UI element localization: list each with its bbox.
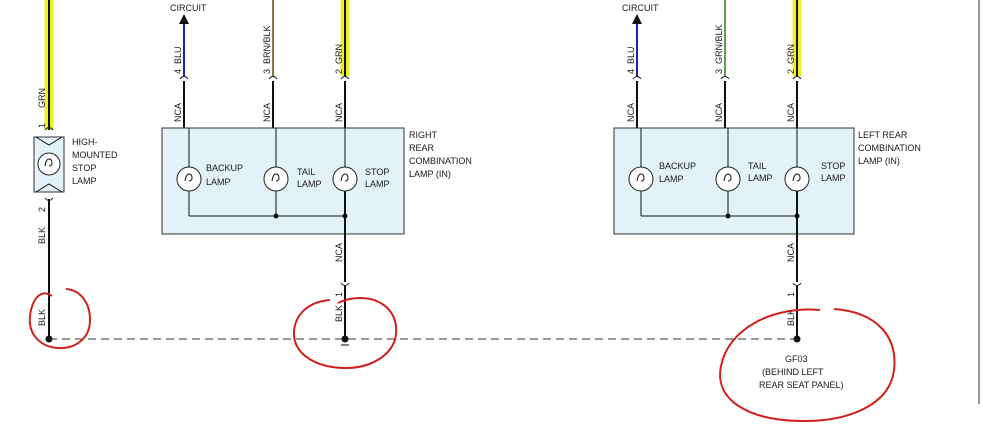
l-stop-bulb-filament xyxy=(792,173,801,182)
l-blu-pin-label: 4 xyxy=(626,69,636,74)
l-tail-bulb-filament xyxy=(723,173,732,182)
hm-lamp-line2: MOUNTED xyxy=(72,150,118,160)
r-brn-blk-color-label: BRN/BLK xyxy=(262,25,272,64)
r-lamp-title-4: LAMP (IN) xyxy=(409,169,451,179)
annotation-circle xyxy=(28,288,92,350)
r-nca-label-3: NCA xyxy=(334,103,344,122)
l-out-color-label: BLK xyxy=(786,309,796,326)
connector-mark xyxy=(179,76,189,80)
r-out-nca-label: NCA xyxy=(334,243,344,262)
l-lamp-title-1: LEFT REAR xyxy=(858,130,908,140)
ground-name-label: GF03 xyxy=(785,354,808,364)
hm-lamp-bracket-bottom xyxy=(35,183,63,193)
r-out-color-label: BLK xyxy=(334,305,344,322)
l-stop-bulb-icon xyxy=(784,166,810,192)
connector-mark xyxy=(632,76,642,80)
l-nca-label-3: NCA xyxy=(786,103,796,122)
r-nca-label-2: NCA xyxy=(262,103,272,122)
l-grn-pin-label: 2 xyxy=(786,69,796,74)
r-stop-label-2: LAMP xyxy=(365,179,390,189)
r-grn-pin-label: 2 xyxy=(334,69,344,74)
l-blu-color-label: BLU xyxy=(626,46,636,64)
l-backup-bulb-icon xyxy=(628,166,654,192)
r-backup-bulb-filament xyxy=(184,173,193,182)
r-blu-color-label: BLU xyxy=(173,46,183,64)
l-nca-label-1: NCA xyxy=(626,103,636,122)
l-out-pin-label: 1 xyxy=(786,292,796,297)
r-nca-label-1: NCA xyxy=(173,103,183,122)
l-backup-label-2: LAMP xyxy=(659,174,684,184)
r-lamp-title-2: REAR xyxy=(409,143,435,153)
r-splice-dot xyxy=(342,213,348,219)
r-grn-color-label: GRN xyxy=(334,44,344,64)
circuit-arrow-icon xyxy=(179,14,189,24)
l-stop-label-2: LAMP xyxy=(821,173,846,183)
r-ground-splice-dot xyxy=(341,335,349,343)
r-tail-bulb-filament xyxy=(271,173,280,182)
l-splice-dot xyxy=(725,213,731,219)
connector-mark xyxy=(340,282,350,286)
ground-location-line1: (BEHIND LEFT xyxy=(762,367,824,377)
annotation-circle xyxy=(292,296,398,370)
l-tail-bulb-icon xyxy=(715,166,741,192)
hm-lamp-line3: STOP xyxy=(72,163,96,173)
connector-mark xyxy=(268,76,278,80)
annotation-circle xyxy=(719,308,896,423)
hm-blk-color-label: BLK xyxy=(37,227,47,244)
hm-lamp-line4: LAMP xyxy=(72,176,97,186)
connector-mark xyxy=(340,76,350,80)
r-stop-label-1: STOP xyxy=(365,167,389,177)
hm-lamp-bracket-top xyxy=(35,136,63,146)
r-lamp-title-1: RIGHT xyxy=(409,130,438,140)
hm-bulb-icon xyxy=(37,152,61,176)
hm-blk-pin-label: 2 xyxy=(37,207,47,212)
r-tail-label-1: TAIL xyxy=(297,167,315,177)
right-rear-combination-lamp-section: CIRCUIT BLU 4 NCA BRN/BLK 3 NCA GRN 2 NC… xyxy=(161,0,472,346)
l-stop-label-1: STOP xyxy=(821,161,845,171)
circuit-arrow-icon xyxy=(632,14,642,24)
r-backup-label-1: BACKUP xyxy=(206,163,243,173)
r-tail-label-2: LAMP xyxy=(297,179,322,189)
connector-mark xyxy=(792,282,802,286)
circuit-label: CIRCUIT xyxy=(622,3,659,13)
r-splice-dot xyxy=(273,213,279,219)
r-stop-bulb-icon xyxy=(332,166,358,192)
circuit-label: CIRCUIT xyxy=(170,3,207,13)
l-backup-label-1: BACKUP xyxy=(659,161,696,171)
r-tail-bulb-icon xyxy=(263,166,289,192)
ground-location-line2: REAR SEAT PANEL) xyxy=(759,380,844,390)
hm-bulb-filament xyxy=(44,158,53,167)
l-tail-label-1: TAIL xyxy=(748,161,766,171)
hm-grn-pin-label: 1 xyxy=(37,123,47,128)
r-lamp-title-3: COMBINATION xyxy=(409,156,472,166)
r-blu-pin-label: 4 xyxy=(173,69,183,74)
l-backup-bulb-filament xyxy=(636,173,645,182)
l-nca-label-2: NCA xyxy=(714,103,724,122)
r-out-pin-label: 1 xyxy=(334,292,344,297)
l-out-nca-label: NCA xyxy=(786,243,796,262)
connector-mark xyxy=(44,127,54,131)
r-brn-blk-pin-label: 3 xyxy=(262,69,272,74)
l-lamp-title-2: COMBINATION xyxy=(858,143,921,153)
r-stop-bulb-filament xyxy=(340,173,349,182)
r-backup-label-2: LAMP xyxy=(206,177,231,187)
l-grn-blk-color-label: GRN/BLK xyxy=(714,24,724,64)
hm-lamp-line1: HIGH- xyxy=(72,137,98,147)
left-rear-combination-lamp-section: CIRCUIT BLU 4 NCA GRN/BLK 3 NCA GRN 2 NC… xyxy=(613,0,921,343)
connector-mark xyxy=(792,76,802,80)
high-mounted-stop-lamp-section: GRN 1 HIGH- MOUNTED STOP LAMP 2 BLK BLK xyxy=(33,0,118,343)
hm-ground-color-label: BLK xyxy=(37,309,47,326)
connector-mark xyxy=(720,76,730,80)
l-splice-dot xyxy=(794,213,800,219)
l-tail-label-2: LAMP xyxy=(748,173,773,183)
r-backup-bulb-icon xyxy=(176,166,202,192)
l-lamp-title-3: LAMP (IN) xyxy=(858,156,900,166)
l-grn-color-label: GRN xyxy=(786,44,796,64)
l-grn-blk-pin-label: 3 xyxy=(714,69,724,74)
hm-grn-color-label: GRN xyxy=(37,88,47,108)
